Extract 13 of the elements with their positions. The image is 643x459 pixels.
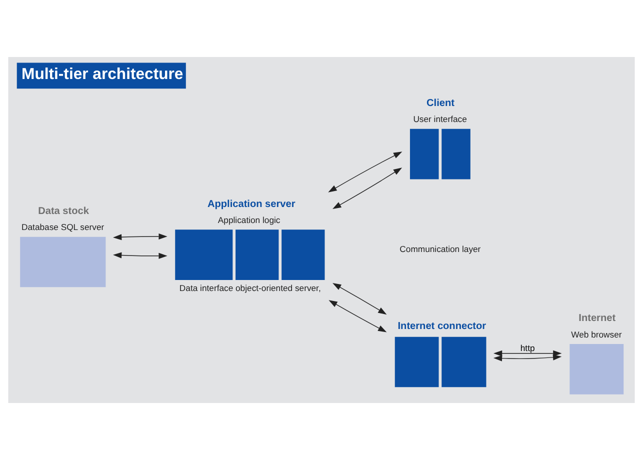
edge-label: http <box>520 342 535 352</box>
node-label: User interface <box>413 114 467 124</box>
node-label: Internet connector <box>398 320 486 332</box>
node-label: Database SQL server <box>22 222 104 232</box>
node-label: Data interface object-oriented server, <box>179 282 321 293</box>
node-label: Web browser <box>571 328 622 339</box>
node-label: Application server <box>207 198 296 210</box>
diagram-title: Multi-tier architecture <box>22 66 184 83</box>
node-label: Application logic <box>218 214 280 224</box>
node-label: Data stock <box>38 205 89 216</box>
node-label: Internet <box>578 312 616 324</box>
label: Communication layer <box>400 244 481 254</box>
node-label: Client <box>426 98 454 109</box>
